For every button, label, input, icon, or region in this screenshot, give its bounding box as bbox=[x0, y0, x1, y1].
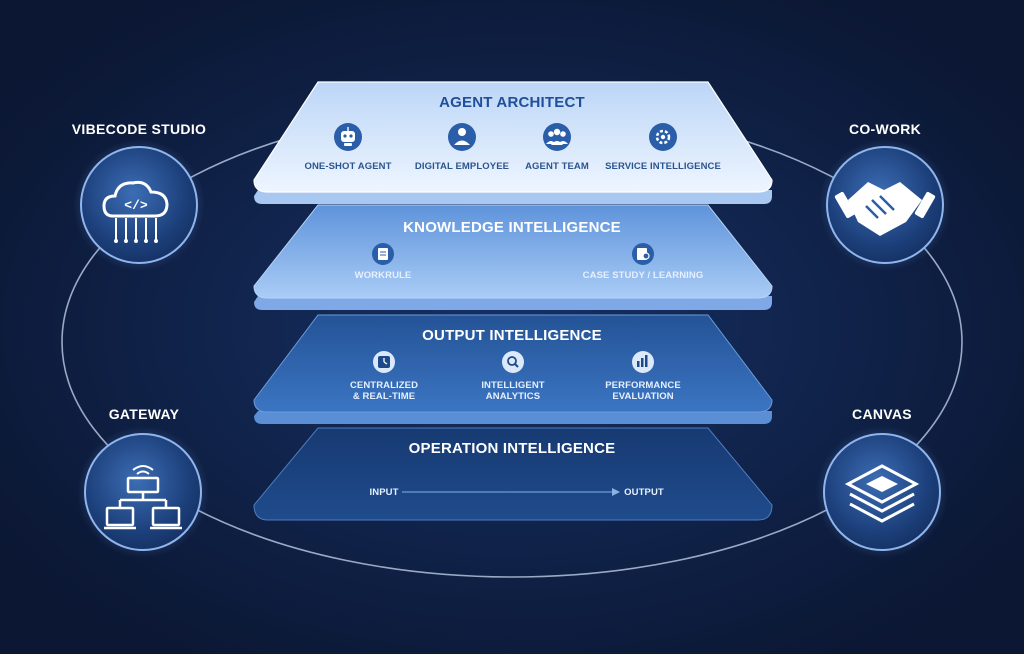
svg-text:</>: </> bbox=[124, 198, 148, 213]
layer-agent-architect bbox=[253, 81, 773, 204]
document-icon bbox=[372, 243, 394, 265]
co-work-label: CO-WORK bbox=[848, 121, 922, 137]
gateway-label: GATEWAY bbox=[108, 406, 180, 422]
clock-icon bbox=[373, 351, 395, 373]
handshake-icon bbox=[834, 182, 936, 236]
workrule-label: WORKRULE bbox=[354, 270, 412, 281]
chart-icon bbox=[632, 351, 654, 373]
cloud-code-icon: </> bbox=[102, 180, 169, 243]
output-label: OUTPUT bbox=[624, 487, 664, 498]
arrow-head-icon bbox=[612, 488, 620, 496]
agent-architect-title: AGENT ARCHITECT bbox=[439, 94, 585, 111]
agent-team-label: AGENT TEAM bbox=[525, 161, 589, 172]
performance-evaluation-label: PERFORMANCE EVALUATION bbox=[605, 380, 681, 402]
gear-icon bbox=[649, 123, 677, 151]
layers-icon bbox=[844, 464, 920, 523]
network-gateway-icon bbox=[104, 465, 182, 530]
intelligent-analytics-label: INTELLIGENT ANALYTICS bbox=[481, 380, 545, 402]
magnifier-icon bbox=[502, 351, 524, 373]
centralized-real-time-label: CENTRALIZED & REAL-TIME bbox=[349, 380, 419, 402]
case-study-learning-label: CASE STUDY / LEARNING bbox=[582, 270, 704, 281]
digital-employee-label: DIGITAL EMPLOYEE bbox=[414, 161, 510, 172]
input-label: INPUT bbox=[369, 487, 399, 498]
operation-intelligence-title: OPERATION INTELLIGENCE bbox=[408, 440, 616, 457]
vibecode-studio-label: VIBECODE STUDIO bbox=[71, 121, 207, 137]
layer-knowledge-intelligence bbox=[253, 204, 773, 310]
one-shot-agent-label: ONE-SHOT AGENT bbox=[304, 161, 392, 172]
document-search-icon bbox=[632, 243, 654, 265]
output-intelligence-title: OUTPUT INTELLIGENCE bbox=[422, 327, 602, 344]
team-icon bbox=[543, 123, 571, 151]
canvas-label: CANVAS bbox=[852, 406, 912, 422]
vibecode-studio-icon-circle bbox=[73, 139, 205, 271]
knowledge-intelligence-title: KNOWLEDGE INTELLIGENCE bbox=[403, 219, 621, 236]
person-icon bbox=[448, 123, 476, 151]
layer-operation-intelligence bbox=[253, 427, 773, 521]
robot-icon bbox=[334, 123, 362, 151]
service-intelligence-label: SERVICE INTELLIGENCE bbox=[605, 161, 721, 172]
